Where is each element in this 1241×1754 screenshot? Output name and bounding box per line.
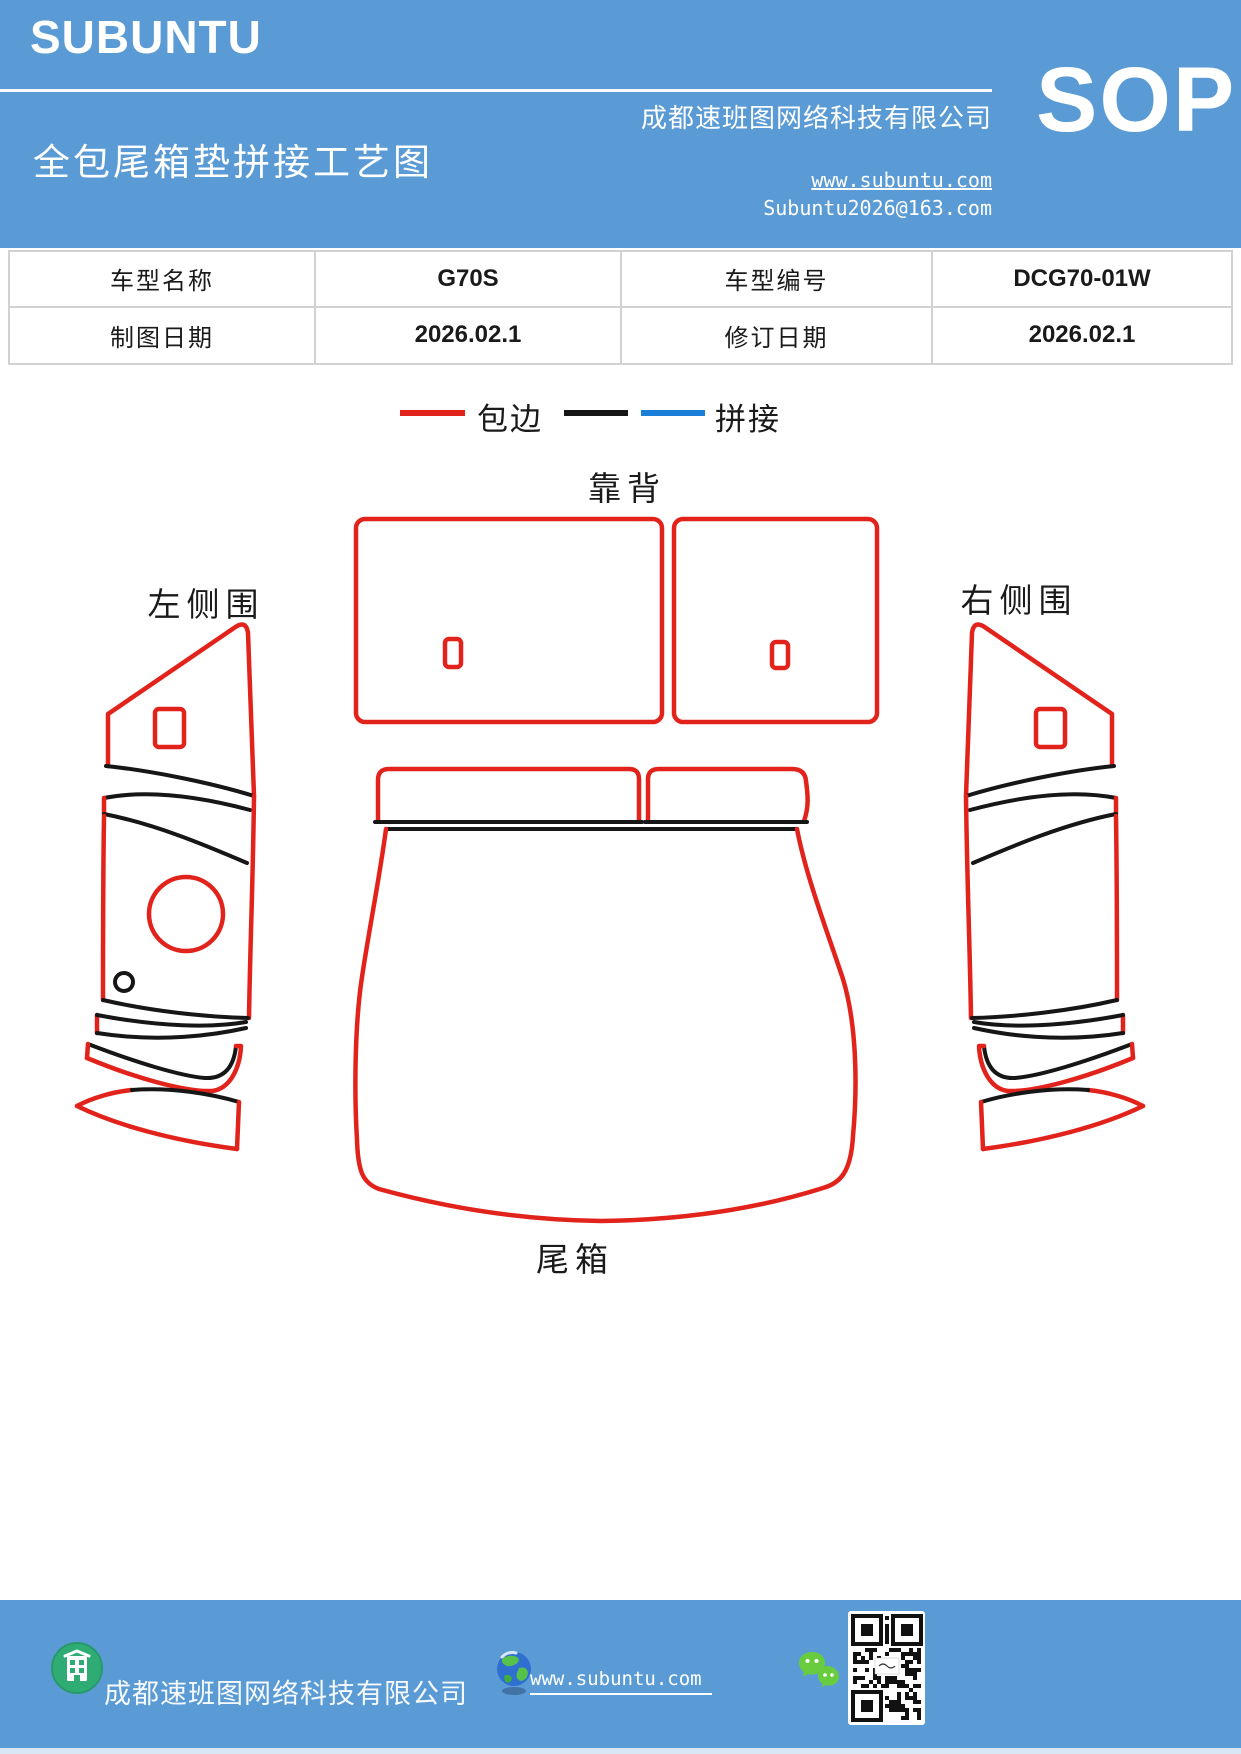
vehicle-info-table: 车型名称 G70S 车型编号 DCG70-01W 制图日期 2026.02.1 … [8, 250, 1233, 365]
qr-code [848, 1611, 925, 1725]
model-name-label: 车型名称 [10, 252, 316, 308]
footer-website-link[interactable]: www.subuntu.com [530, 1668, 712, 1695]
splice-label: 拼接 [715, 402, 781, 437]
left-side-label: 左侧围 [147, 588, 265, 624]
trunk-label: 尾箱 [536, 1243, 614, 1279]
sop-badge: SOP [1036, 49, 1237, 151]
page-title: 全包尾箱垫拼接工艺图 [33, 143, 433, 184]
globe-icon [497, 1651, 531, 1695]
brand-logo: SUBUNTU [30, 11, 262, 63]
model-code-value: DCG70-01W [933, 252, 1231, 308]
backrest-right-panel [671, 516, 880, 725]
header-divider [0, 89, 992, 92]
splice-strip-left [373, 766, 644, 824]
company-building-icon [51, 1642, 103, 1694]
footer-banner [0, 1600, 1241, 1754]
footer-bottom-strip [0, 1748, 1241, 1754]
backrest-label: 靠背 [588, 472, 666, 508]
company-name: 成都速班图网络科技有限公司 [640, 104, 992, 133]
wechat-icon [799, 1652, 839, 1688]
model-code-label: 车型编号 [622, 252, 933, 308]
header-banner: SUBUNTU 全包尾箱垫拼接工艺图 成都速班图网络科技有限公司 www.sub… [0, 0, 1241, 248]
splice-blue-swatch [641, 410, 705, 416]
right-side-label: 右侧围 [960, 584, 1078, 620]
splice-strip-right [643, 766, 810, 824]
left-side-piece [77, 624, 254, 1149]
footer-company-name: 成都速班图网络科技有限公司 [104, 1679, 468, 1709]
revision-date-label: 修订日期 [622, 307, 933, 363]
edge-binding-label: 包边 [477, 402, 543, 437]
splice-black-swatch [564, 410, 628, 416]
email-address: Subuntu2026@163.com [763, 196, 992, 220]
backrest-left-panel [353, 516, 665, 725]
right-side-piece [966, 624, 1143, 1149]
qr-code-pattern [851, 1614, 923, 1722]
trunk-mat-outline [353, 826, 858, 1224]
website-link[interactable]: www.subuntu.com [811, 168, 992, 192]
edge-binding-swatch [400, 410, 465, 416]
model-name-value: G70S [316, 252, 622, 308]
revision-date-value: 2026.02.1 [1028, 321, 1136, 349]
draw-date-value: 2026.02.1 [316, 307, 622, 363]
draw-date-label: 制图日期 [10, 307, 316, 363]
